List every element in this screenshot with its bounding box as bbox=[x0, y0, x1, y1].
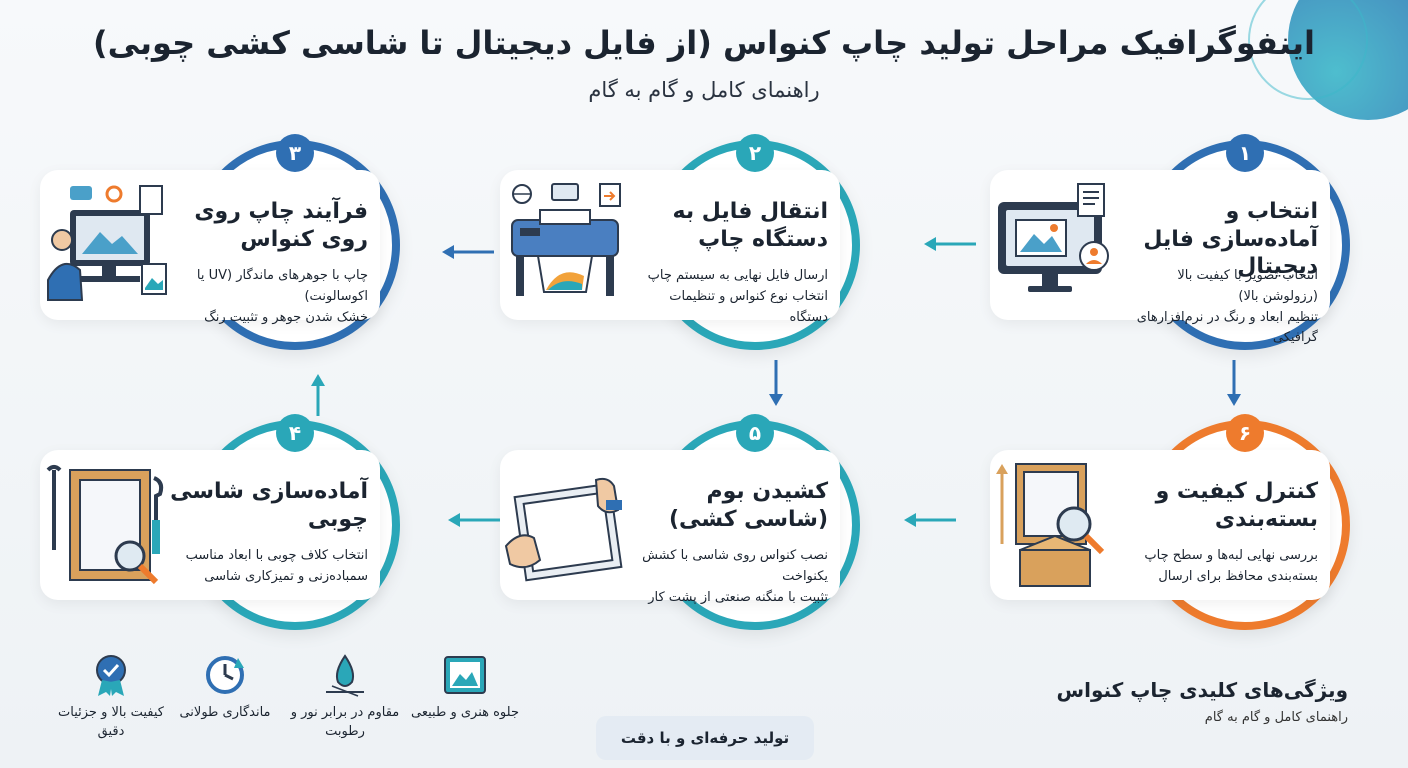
designer-workstation-icon bbox=[47, 185, 167, 301]
step-3-desc-line: چاپ با جوهرهای ماندگار (UV یا اکوسالونت) bbox=[196, 268, 368, 304]
water-drop-icon bbox=[326, 654, 364, 697]
professional-production-badge: تولید حرفه‌ای و با دقت bbox=[596, 716, 814, 760]
features-title: ویژگی‌های کلیدی چاپ کنواس bbox=[1056, 678, 1349, 702]
feature-item-durability: ماندگاری طولانی bbox=[170, 652, 280, 723]
flow-arrow-6-to-5 bbox=[904, 513, 956, 527]
step-2-desc-line: ارسال فایل نهایی به سیستم چاپ bbox=[647, 268, 828, 283]
step-1-number: ۱ bbox=[1226, 134, 1264, 172]
step-4-desc-line: سمباده‌زنی و تمیزکاری شاسی bbox=[204, 568, 368, 584]
picture-icon bbox=[444, 656, 486, 694]
step-6-description: بررسی نهایی لبه‌ها و سطح چاپ بسته‌بندی م… bbox=[1118, 546, 1318, 588]
step-4-description: انتخاب کلاف چوبی با ابعاد مناسب سمباده‌ز… bbox=[168, 546, 368, 588]
step-5-title-text: کشیدن بوم (شاسی کشی) bbox=[669, 479, 828, 532]
feature-label: ماندگاری طولانی bbox=[179, 705, 271, 720]
step-1-card: ۱ انتخاب و آماده‌سازی فایل دیجیتال انتخا… bbox=[990, 134, 1350, 350]
step-1-desc-line: انتخاب تصویر با کیفیت بالا (رزولوشن بالا… bbox=[1177, 268, 1318, 304]
monitor-image-icon bbox=[998, 183, 1109, 292]
feature-item-resistant: مقاوم در برابر نور و رطوبت bbox=[290, 652, 400, 742]
step-1-description: انتخاب تصویر با کیفیت بالا (رزولوشن بالا… bbox=[1118, 266, 1318, 349]
clock-refresh-icon bbox=[206, 656, 244, 694]
flow-arrow-1-to-6 bbox=[1227, 360, 1241, 406]
feature-label: کیفیت بالا و جزئیات دقیق bbox=[58, 705, 164, 739]
flow-arrow-1-to-2 bbox=[924, 237, 976, 251]
hands-stretching-canvas-icon bbox=[504, 477, 623, 582]
step-6-desc-line: بررسی نهایی لبه‌ها و سطح چاپ bbox=[1144, 548, 1318, 563]
flow-arrow-2-to-5 bbox=[769, 360, 783, 406]
feature-label: مقاوم در برابر نور و رطوبت bbox=[290, 705, 400, 739]
step-1-desc-line: تنظیم ابعاد و رنگ در نرم‌افزارهای گرافیک… bbox=[1136, 309, 1318, 346]
flow-arrow-4-to-3 bbox=[311, 374, 325, 416]
step-5-title: کشیدن بوم (شاسی کشی) bbox=[628, 478, 828, 533]
step-3-number: ۳ bbox=[276, 134, 314, 172]
step-6-desc-line: بسته‌بندی محافظ برای ارسال bbox=[1158, 568, 1318, 584]
step-3-title: فرآیند چاپ روی روی کنواس bbox=[194, 199, 368, 252]
step-2-card: ۲ انتقال فایل به دستگاه چاپ ارسال فایل ن… bbox=[500, 134, 860, 350]
step-6-card: ۶ کنترل کیفیت و بسته‌بندی بررسی نهایی لب… bbox=[990, 414, 1350, 630]
step-3-description: چاپ با جوهرهای ماندگار (UV یا اکوسالونت)… bbox=[168, 266, 368, 328]
page-title: اینفوگرافیک مراحل تولید چاپ کنواس (از فا… bbox=[92, 24, 1315, 62]
wooden-frame-tools-icon bbox=[46, 465, 164, 585]
step-4-card: ۴ آماده‌سازی شاسی چوبی انتخاب کلاف چوبی … bbox=[40, 414, 400, 630]
frame-box-magnifier-icon bbox=[996, 463, 1105, 587]
flow-arrow-2-to-3 bbox=[442, 245, 494, 259]
flow-arrow-5-to-4 bbox=[448, 513, 500, 527]
step-2-description: ارسال فایل نهایی به سیستم چاپ انتخاب نوع… bbox=[628, 266, 828, 328]
step-3-card: ۳ فرآیند چاپ روی روی کنواس چاپ با جوهرها… bbox=[40, 134, 400, 350]
step-1-title: انتخاب و آماده‌سازی فایل دیجیتال bbox=[1143, 199, 1318, 279]
corner-ring-decoration bbox=[1248, 0, 1368, 100]
step-4-title: آماده‌سازی شاسی چوبی bbox=[170, 479, 368, 532]
step-6-title: کنترل کیفیت و بسته‌بندی bbox=[1155, 479, 1318, 532]
step-5-card: ۵ کشیدن بوم (شاسی کشی) نصب کنواس روی شاس… bbox=[500, 414, 860, 630]
quality-badge-icon bbox=[96, 655, 126, 696]
features-subtitle: راهنمای کامل و گام به گام bbox=[1204, 710, 1348, 725]
printer-icon bbox=[511, 183, 621, 296]
step-5-number: ۵ bbox=[736, 414, 774, 452]
feature-label: جلوه هنری و طبیعی bbox=[411, 705, 519, 720]
step-2-title: انتقال فایل به دستگاه چاپ bbox=[672, 199, 828, 252]
step-5-desc-line: تثبیت با منگنه صنعتی از پشت کار bbox=[648, 589, 828, 605]
step-5-description: نصب کنواس روی شاسی با کشش یکنواخت تثبیت … bbox=[628, 546, 828, 608]
step-6-number: ۶ bbox=[1226, 414, 1264, 452]
page-subtitle: راهنمای کامل و گام به گام bbox=[588, 78, 820, 102]
step-5-desc-line: نصب کنواس روی شاسی با کشش یکنواخت bbox=[642, 548, 828, 584]
feature-item-artistic: جلوه هنری و طبیعی bbox=[410, 652, 520, 723]
step-4-number: ۴ bbox=[276, 414, 314, 452]
step-4-desc-line: انتخاب کلاف چوبی با ابعاد مناسب bbox=[185, 548, 368, 563]
feature-item-quality: کیفیت بالا و جزئیات دقیق bbox=[56, 652, 166, 742]
step-3-desc-line: خشک شدن جوهر و تثبیت رنگ bbox=[204, 309, 368, 325]
step-2-number: ۲ bbox=[736, 134, 774, 172]
step-2-desc-line: انتخاب نوع کنواس و تنظیمات دستگاه bbox=[669, 288, 828, 325]
